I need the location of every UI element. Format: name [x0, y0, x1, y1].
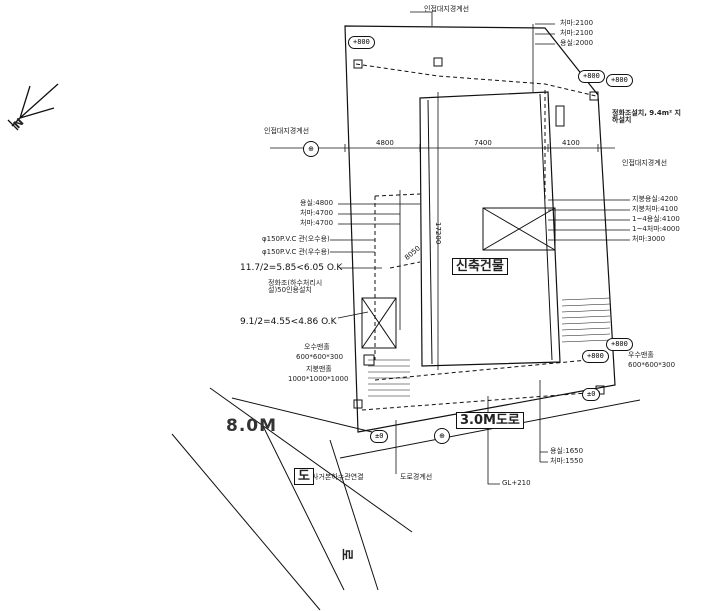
- road-char-b: 로: [338, 548, 354, 561]
- elevation-tag-7: ±0: [582, 388, 601, 401]
- building-core: [482, 207, 556, 251]
- level-right-5: 처마:3000: [632, 235, 666, 243]
- manhole-left-b-title: 지붕맨홀: [306, 365, 332, 373]
- label-boundary-right: 인접대지경계선: [622, 159, 668, 167]
- pipe-label-a: φ150P.V.C 관(오수용): [262, 235, 330, 243]
- calc-label-b: 9.1/2=4.55<4.86 O.K: [240, 317, 337, 327]
- pipe-label-b: φ150P.V.C 관(우수용): [262, 248, 330, 256]
- pipe-lines: [355, 63, 601, 411]
- road-secondary: 3.0M도로: [456, 412, 524, 429]
- elevation-tag-1: +800: [348, 36, 375, 49]
- level-left-2: 처마:4700: [300, 209, 334, 217]
- elevation-tag-4: +800: [606, 338, 633, 351]
- dimension-lines: [270, 11, 630, 485]
- calc-label-a: 11.7/2=5.85<6.05 O.K: [240, 263, 343, 273]
- level-top-3: 용실:2000: [560, 39, 594, 47]
- level-top-2: 처마:2100: [560, 29, 594, 37]
- manhole-left-b-size: 1000*1000*1000: [288, 375, 349, 383]
- level-right-1: 지붕용실:4200: [632, 195, 678, 203]
- dimension-4100: 4100: [562, 139, 580, 147]
- elevation-tag-5: +800: [582, 350, 609, 363]
- label-road-boundary: 도로경계선: [400, 473, 433, 481]
- circle-mark-bottom: ⊕: [434, 428, 450, 444]
- corner-markers: [353, 57, 605, 409]
- level-left-3: 처마:4700: [300, 219, 334, 227]
- label-ground-level: GL+210: [502, 479, 531, 487]
- hatch-area-right: [561, 297, 611, 343]
- septic-tank: [361, 297, 397, 349]
- note-septic: 정화조(하수처리시설)50인용설치: [268, 279, 323, 294]
- dimension-4800: 4800: [376, 139, 394, 147]
- manhole-right-size: 600*600*300: [628, 361, 676, 369]
- level-right-3: 1~4용실:4100: [632, 215, 680, 223]
- road-char-a: 도: [294, 468, 314, 485]
- circle-mark-left: ⊕: [303, 141, 319, 157]
- dimension-17200: 17200: [434, 222, 442, 245]
- manhole-left-a-size: 600*600*300: [296, 353, 344, 361]
- note-tank: 정화조설치, 9.4m² 지하설치: [612, 109, 681, 124]
- manhole-left-a-title: 오수맨홀: [304, 343, 330, 351]
- level-top-1: 처마:2100: [560, 19, 594, 27]
- elevation-tag-3: +800: [606, 74, 633, 87]
- building-outline: [419, 91, 561, 367]
- road-width-main: 8.0M: [226, 416, 278, 436]
- level-bottom-2: 처마:1550: [550, 457, 584, 465]
- level-right-2: 지붕처마:4100: [632, 205, 678, 213]
- label-sewer-connection: 사거본하수관연결: [312, 473, 364, 481]
- level-left-1: 용실:4800: [300, 199, 334, 207]
- building-name: 신축건물: [452, 258, 508, 275]
- level-bottom-1: 용실:1650: [550, 447, 584, 455]
- level-right-4: 1~4처마:4000: [632, 225, 680, 233]
- building-inner-line: [427, 99, 433, 365]
- manhole-right-title: 우수맨홀: [628, 351, 654, 359]
- dimension-7400: 7400: [474, 139, 492, 147]
- elevation-tag-6: ±0: [370, 430, 389, 443]
- site-boundary: [344, 25, 616, 433]
- north-arrow: [7, 83, 59, 131]
- label-boundary-top: 인접대지경계선: [424, 5, 470, 13]
- elevation-tag-2: +800: [578, 70, 605, 83]
- road-lines: [171, 387, 641, 611]
- label-boundary-left: 인접대지경계선: [264, 127, 310, 135]
- hatch-area-left: [368, 359, 410, 397]
